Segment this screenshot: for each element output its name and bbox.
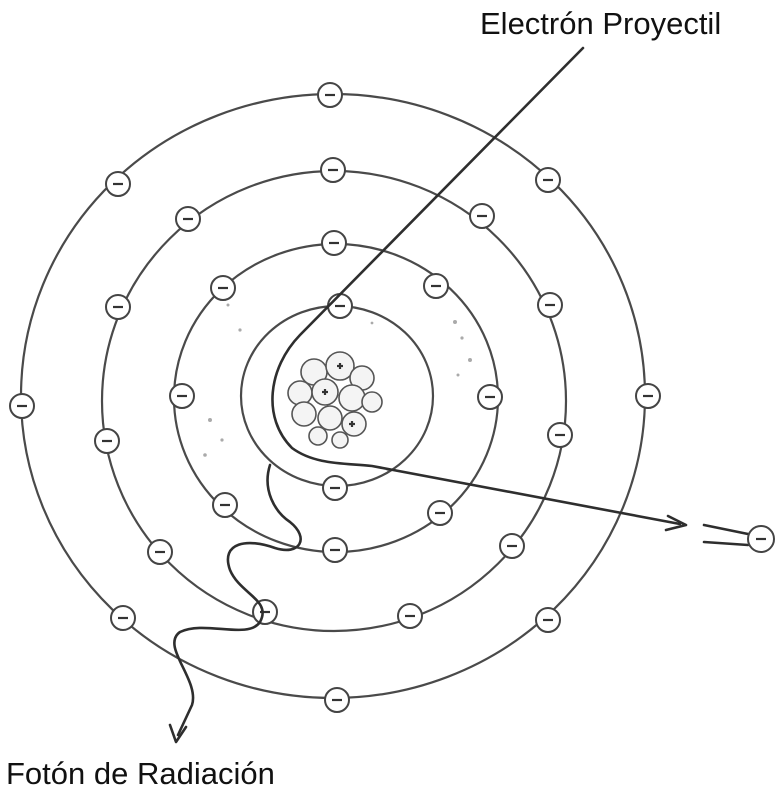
scattered-electron-ball — [748, 526, 774, 552]
electron — [213, 493, 237, 517]
electron — [95, 429, 119, 453]
electron — [323, 476, 347, 500]
electron — [322, 231, 346, 255]
nucleus — [288, 352, 382, 448]
electron — [111, 606, 135, 630]
electron — [428, 501, 452, 525]
electron — [500, 534, 524, 558]
electron — [253, 600, 277, 624]
electron — [398, 604, 422, 628]
electron — [323, 538, 347, 562]
projectile-electron-path — [272, 48, 680, 524]
electron — [538, 293, 562, 317]
electron — [470, 204, 494, 228]
radiation-photon-label: Fotón de Radiación — [6, 758, 275, 789]
projectile-electron-label: Electrón Proyectil — [480, 8, 721, 39]
electron — [148, 540, 172, 564]
electron — [536, 608, 560, 632]
electron — [318, 83, 342, 107]
electron — [328, 294, 352, 318]
electron — [424, 274, 448, 298]
electron — [321, 158, 345, 182]
electron — [170, 384, 194, 408]
electron — [548, 423, 572, 447]
electron — [106, 295, 130, 319]
electron — [325, 688, 349, 712]
electron — [106, 172, 130, 196]
electron — [176, 207, 200, 231]
electron — [536, 168, 560, 192]
electron — [211, 276, 235, 300]
electron — [636, 384, 660, 408]
electron — [10, 394, 34, 418]
scattered-electron — [704, 525, 748, 545]
electron — [478, 385, 502, 409]
